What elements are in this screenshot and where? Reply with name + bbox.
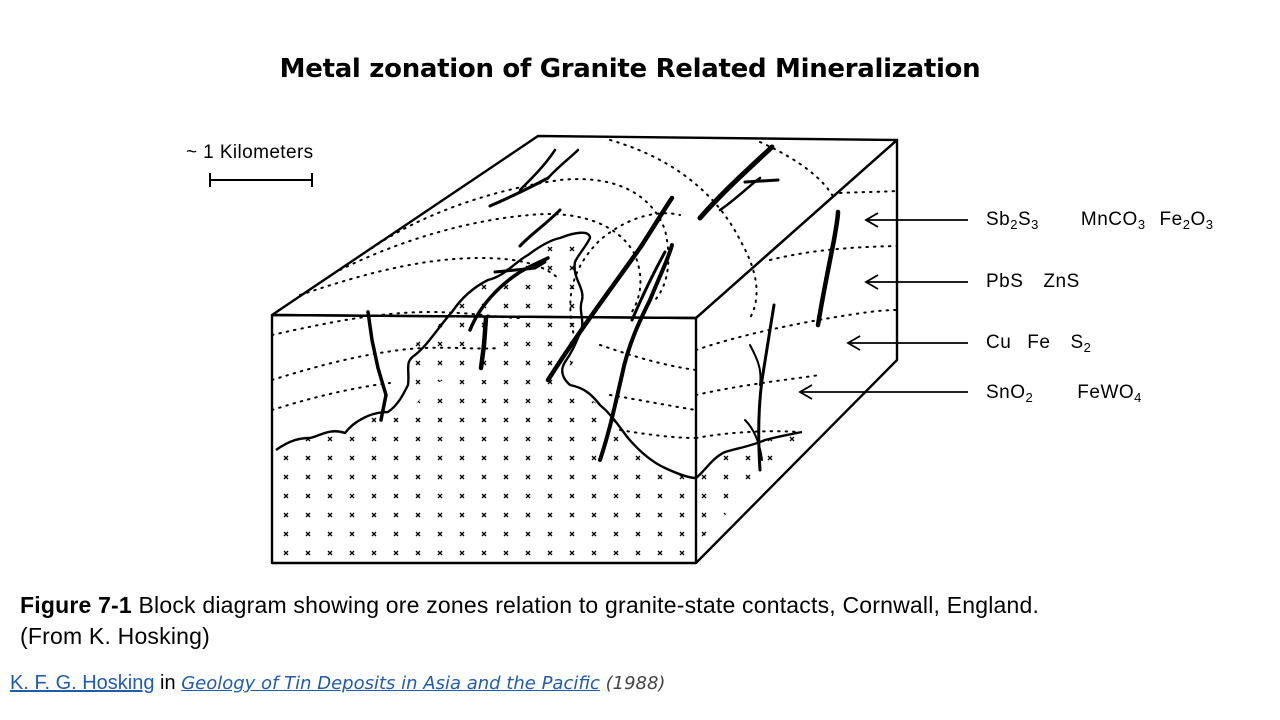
zone-arrows — [798, 212, 968, 400]
granite-front-fill — [272, 380, 696, 562]
citation-year: (1988) — [599, 673, 666, 694]
zone-boundaries-top — [299, 139, 836, 341]
scale-bar — [209, 173, 313, 187]
caption-source: (From K. Hosking) — [20, 623, 210, 649]
figure-label: Figure 7-1 — [20, 592, 132, 618]
block-diagram — [209, 134, 968, 565]
book-link[interactable]: Geology of Tin Deposits in Asia and the … — [181, 673, 600, 694]
block-outline — [270, 134, 899, 565]
citation-connector: in — [154, 672, 182, 694]
granite-contact — [275, 231, 803, 480]
author-link[interactable]: K. F. G. Hosking — [10, 672, 155, 694]
slide-title: Metal zonation of Granite Related Minera… — [279, 54, 981, 84]
citation: K. F. G. Hosking in Geology of Tin Depos… — [10, 672, 665, 695]
granite-side-fill — [696, 432, 802, 545]
figure-caption: Figure 7-1 Block diagram showing ore zon… — [20, 590, 1220, 652]
mineral-veins — [366, 144, 841, 472]
scale-label: ~ 1 Kilometers — [186, 142, 314, 163]
caption-text: Block diagram showing ore zones relation… — [131, 592, 1040, 618]
